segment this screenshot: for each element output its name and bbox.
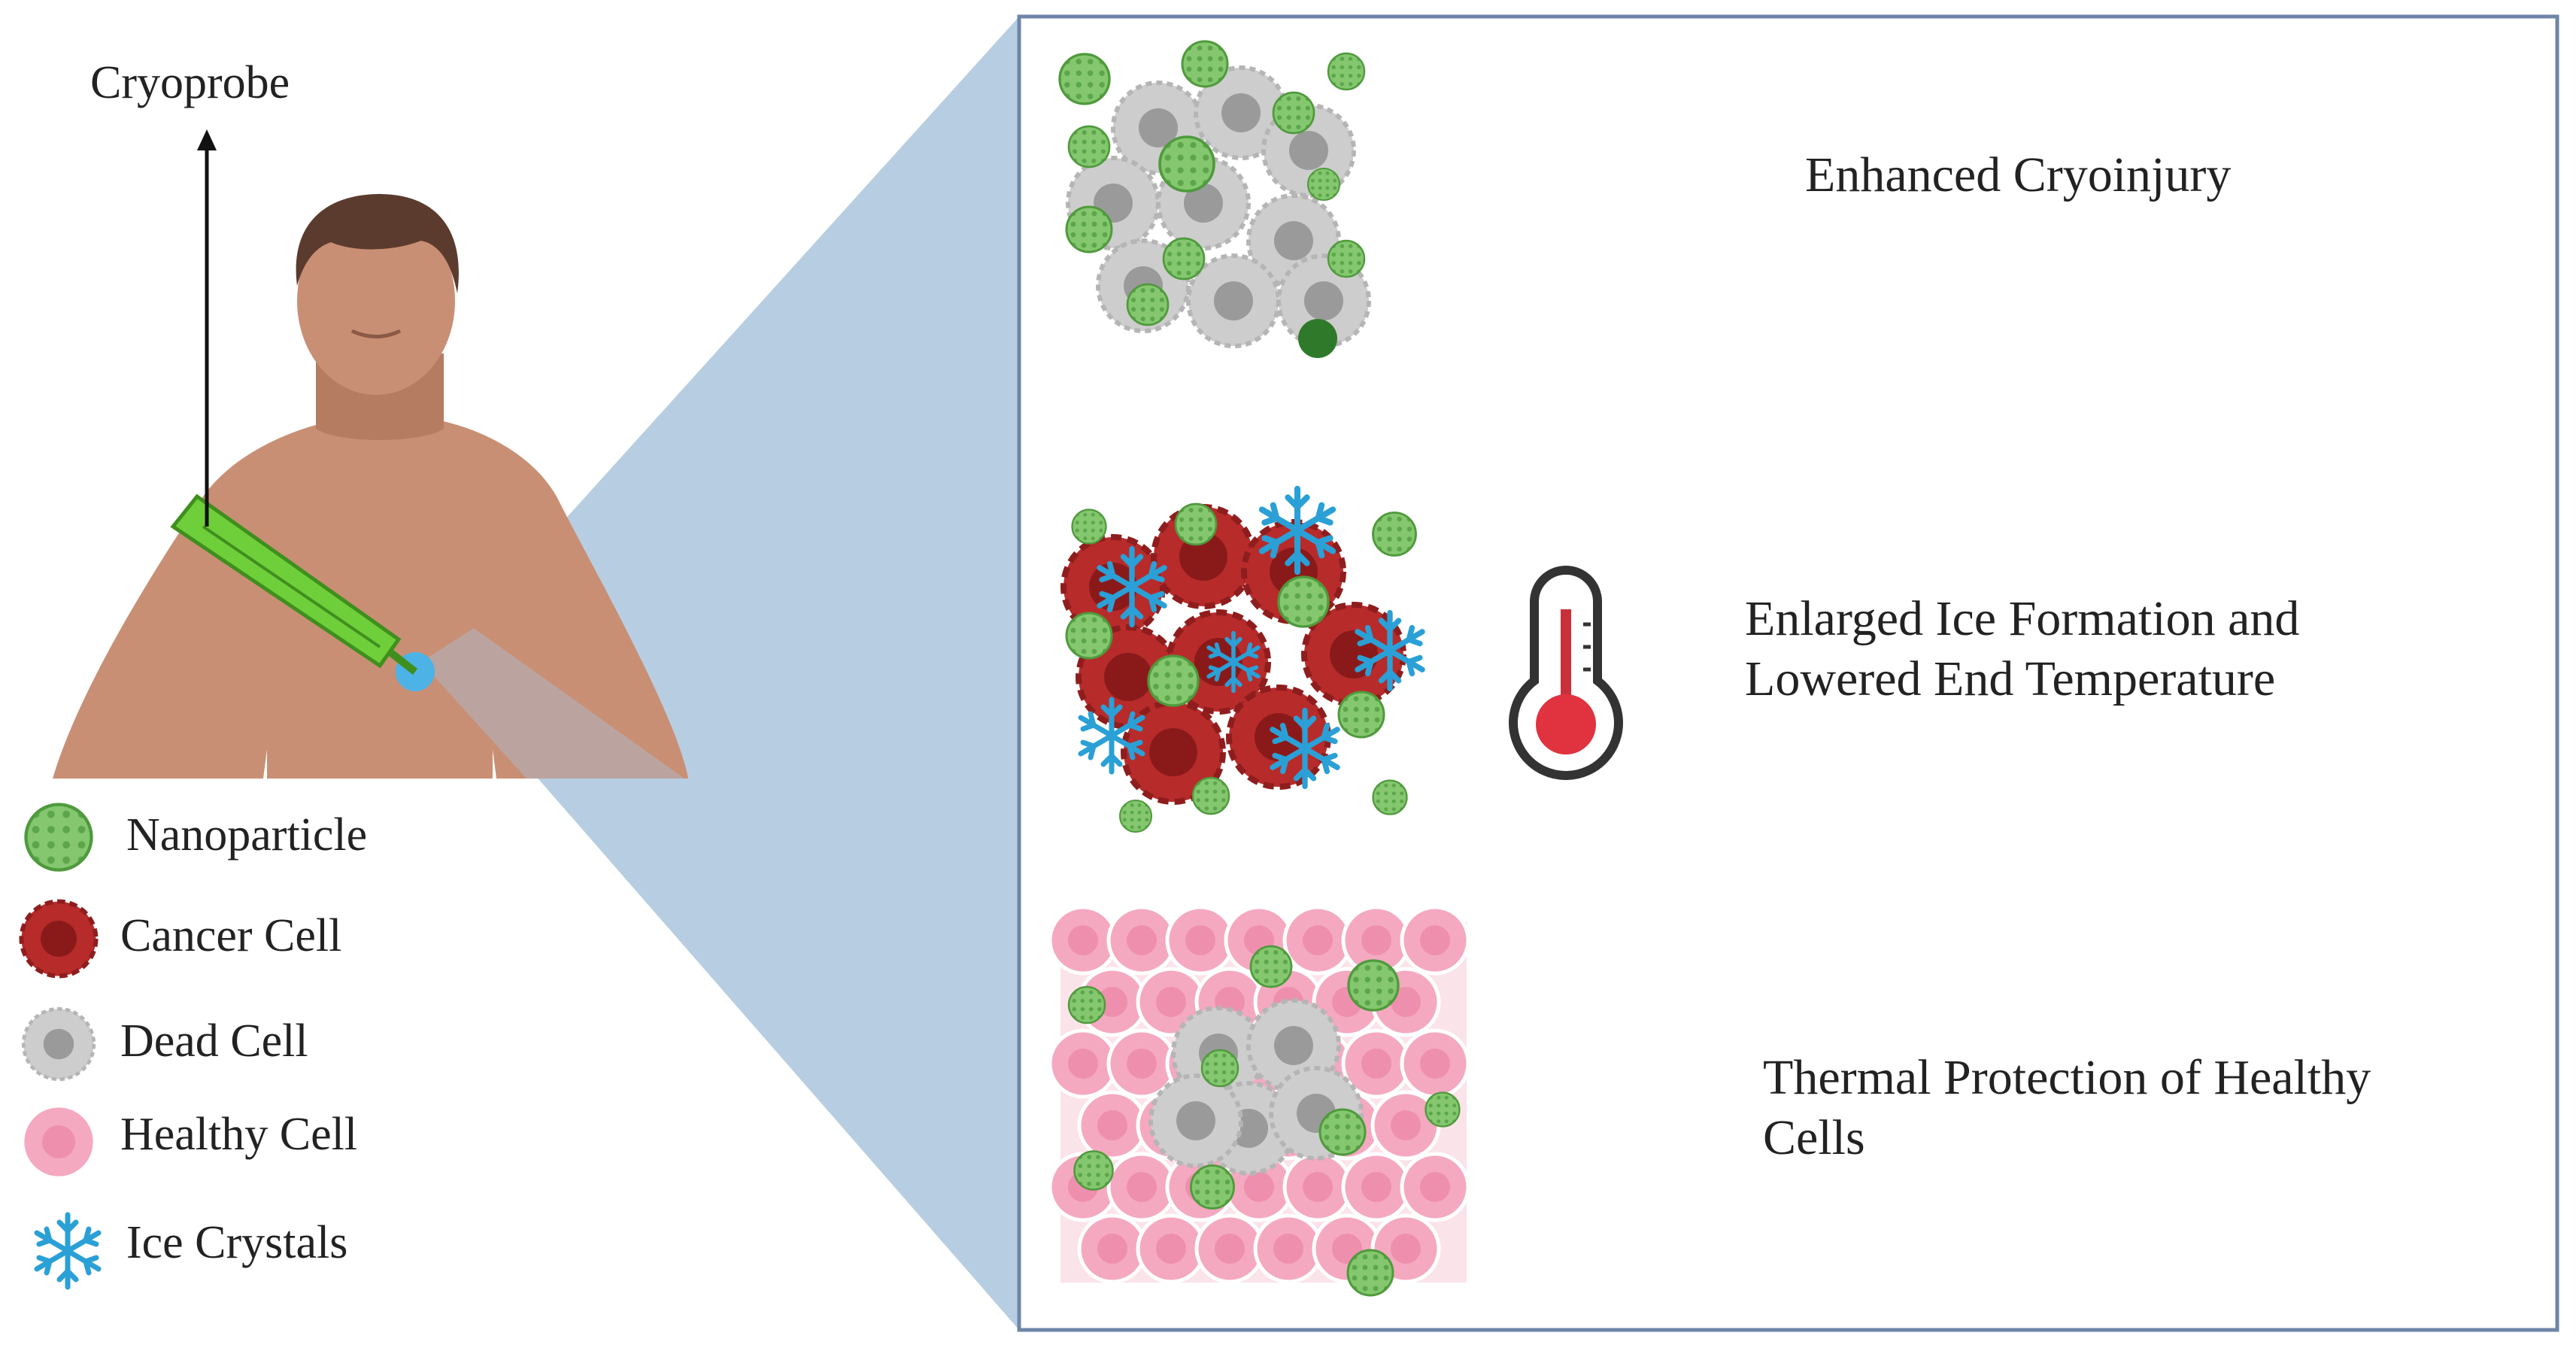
zoom-cone (421, 628, 684, 779)
healthy-cell (1197, 1216, 1263, 1282)
cluster-enhanced-cryoinjury (1058, 40, 1369, 358)
legend-label-healthy-cell: Healthy Cell (120, 1109, 358, 1160)
healthy-cell (1138, 1216, 1204, 1282)
dead-cell-icon (23, 1009, 94, 1079)
thermometer-icon (1509, 566, 1623, 780)
legend-label-nanoparticle: Nanoparticle (126, 809, 368, 861)
healthy-cell-icon (23, 1106, 96, 1179)
legend-label-cancer-cell: Cancer Cell (120, 910, 342, 961)
effect-thermal-protection-line1: Thermal Protection of Healthy (1763, 1050, 2371, 1105)
legend-label-dead-cell: Dead Cell (120, 1015, 308, 1067)
healthy-cell (1109, 907, 1175, 973)
effect-enhanced-cryoinjury: Enhanced Cryoinjury (1805, 147, 2232, 202)
legend-icons (22, 805, 99, 1288)
arrow-up-icon (197, 129, 217, 527)
legend-label-ice-crystals: Ice Crystals (126, 1217, 348, 1268)
cryoprobe-label: Cryoprobe (90, 57, 290, 108)
healthy-cell (1109, 1154, 1175, 1220)
healthy-cell (1079, 1092, 1145, 1158)
healthy-cell (1402, 907, 1468, 973)
effect-enlarged-ice-line2: Lowered End Temperature (1745, 651, 2276, 706)
healthy-cell (1402, 1031, 1468, 1097)
cryoprobe-device (170, 493, 435, 691)
effect-thermal-protection-line2: Cells (1763, 1110, 1865, 1165)
healthy-cell (1050, 1031, 1116, 1097)
nanoparticle-icon (26, 805, 92, 870)
cancer-cell-icon (22, 902, 96, 976)
healthy-cell (1167, 907, 1233, 973)
cluster-healthy-tissue (1050, 907, 1468, 1297)
effect-enlarged-ice-line1: Enlarged Ice Formation and (1745, 591, 2300, 646)
healthy-cell (1285, 1154, 1351, 1220)
healthy-cell (1402, 1154, 1468, 1220)
healthy-cell (1079, 1216, 1145, 1282)
healthy-cell (1050, 907, 1116, 973)
healthy-cell (1285, 907, 1351, 973)
snowflake-icon (37, 1215, 99, 1287)
healthy-cell (1343, 1154, 1409, 1220)
zoom-wedge (436, 17, 1019, 1330)
healthy-cell (1255, 1216, 1321, 1282)
person-figure (53, 193, 688, 779)
